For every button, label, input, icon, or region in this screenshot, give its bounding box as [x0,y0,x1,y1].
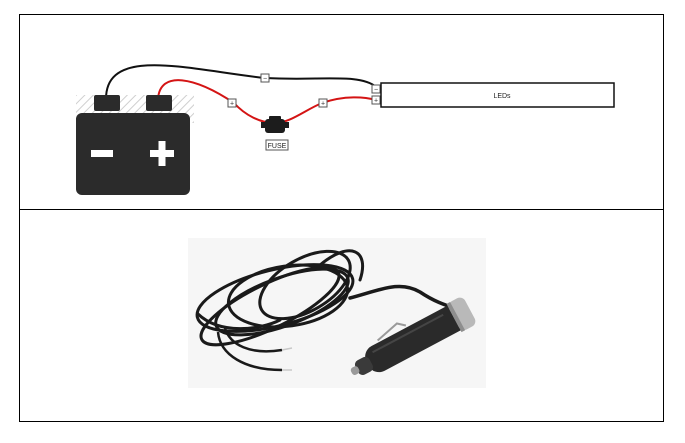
battery [76,113,190,195]
plug-cable [348,284,462,312]
svg-text:+: + [230,101,234,108]
battery-negative-terminal [94,95,120,111]
connector-led-negative: − [371,84,381,94]
led-label: LEDs [493,93,511,100]
stripped-wire-ends [216,327,293,372]
led-strip [380,82,615,108]
fuse-icon [261,116,289,133]
svg-text:+: + [374,98,378,105]
product-photo-panel [19,209,664,422]
battery-minus-sign [91,150,113,157]
wiring-diagram-panel: − + + − + FUSE LEDs [19,14,664,210]
connector-positive-left: + [227,98,237,108]
connector-negative-mid: − [260,73,270,83]
svg-text:−: − [374,87,378,94]
cigarette-lighter-cord-image [188,238,486,388]
svg-text:+: + [321,101,325,108]
fuse-label-box [265,139,289,151]
cable-coil [195,249,365,347]
svg-text:−: − [263,76,267,83]
negative-wire [105,64,377,100]
battery-positive-terminal [146,95,172,111]
fuse-label: FUSE [268,143,287,150]
cigarette-lighter-plug [350,297,476,375]
wiring-diagram: − + + − + FUSE LEDs [76,64,615,195]
connector-positive-right: + [318,98,328,108]
connector-led-positive: + [371,95,381,105]
battery-plus-sign [150,141,174,166]
